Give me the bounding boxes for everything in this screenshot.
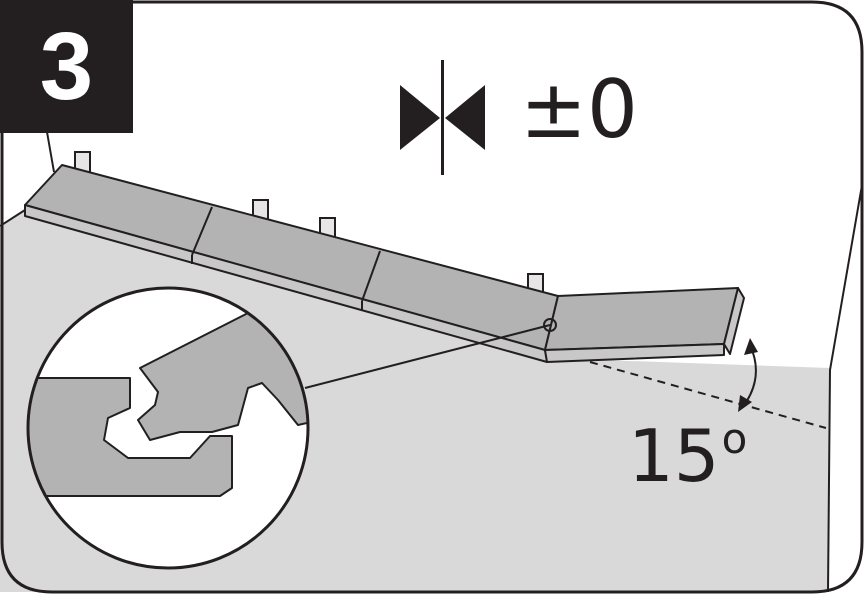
right-wall-edge [829, 184, 863, 371]
angled-plank [544, 287, 745, 363]
step-number-badge: 3 [0, 0, 133, 133]
right-wall-corner [827, 369, 831, 593]
tolerance-label: ±0 [520, 63, 638, 156]
magnifier-leader [304, 324, 551, 389]
laid-planks [24, 164, 559, 363]
angle-label: 15o [628, 418, 747, 493]
left-wall-edge [46, 131, 55, 173]
angle-value: 15 [628, 414, 720, 498]
groove-profile [28, 377, 233, 497]
expansion-gap-icon [400, 60, 485, 175]
magnifier-detail [26, 286, 310, 570]
angle-unit: o [721, 414, 748, 463]
